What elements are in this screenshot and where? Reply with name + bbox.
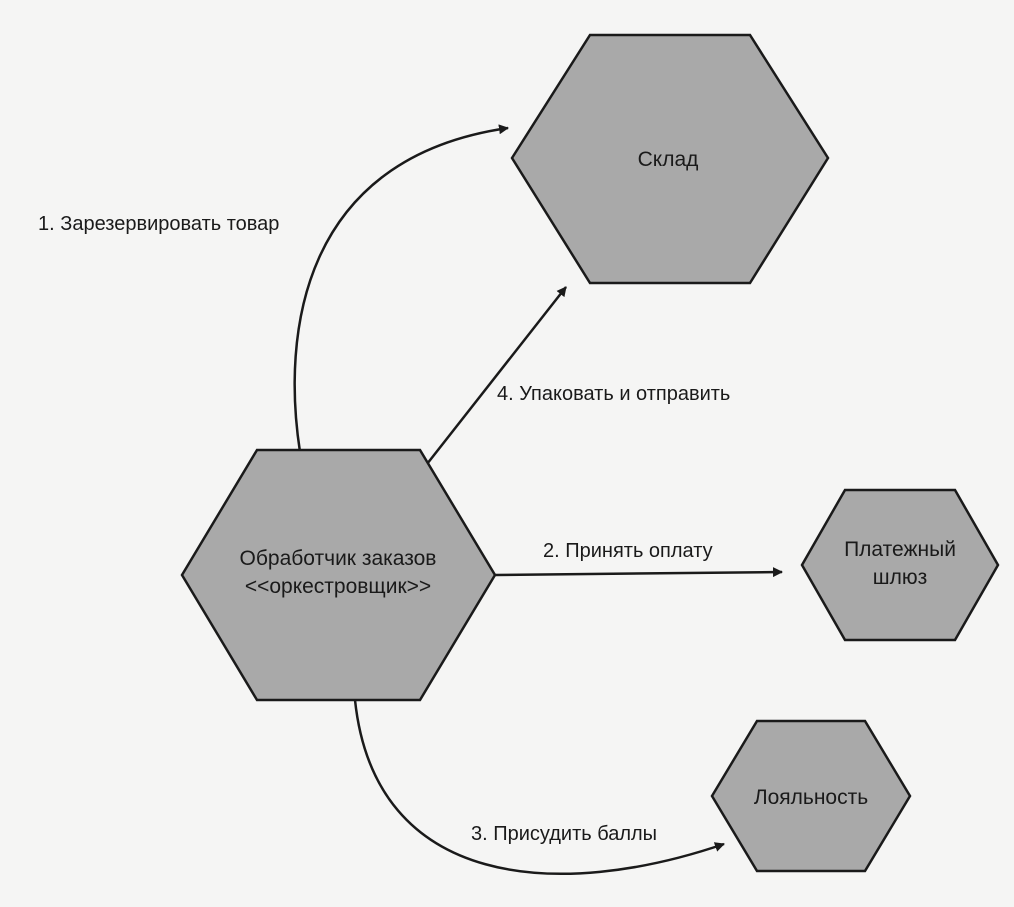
orchestrator-node: [180, 448, 497, 702]
edge-points-label: 3. Присудить баллы: [471, 823, 657, 845]
edge-points-arrow: [353, 699, 725, 876]
orchestrator-title: Обработчик заказов: [240, 547, 437, 570]
edge-reserve-label: 1. Зарезервировать товар: [38, 213, 279, 235]
warehouse-label: Склад: [638, 148, 699, 171]
orchestrator-stereotype: <<оркестровщик>>: [245, 575, 431, 598]
edge-pay-arrow: [494, 567, 783, 578]
payment-gateway-label-line2: шлюз: [873, 566, 927, 589]
edge-pay-label: 2. Принять оплату: [543, 540, 713, 562]
loyalty-node: [710, 719, 912, 873]
edge-reserve-arrow: [293, 124, 509, 453]
payment-gateway-label-line1: Платежный: [844, 538, 956, 561]
edge-ship-arrow: [426, 286, 567, 465]
warehouse-node: [510, 33, 830, 285]
loyalty-label: Лояльность: [754, 786, 868, 809]
payment-gateway-node: [800, 488, 1000, 642]
edge-ship-label: 4. Упаковать и отправить: [497, 383, 730, 405]
